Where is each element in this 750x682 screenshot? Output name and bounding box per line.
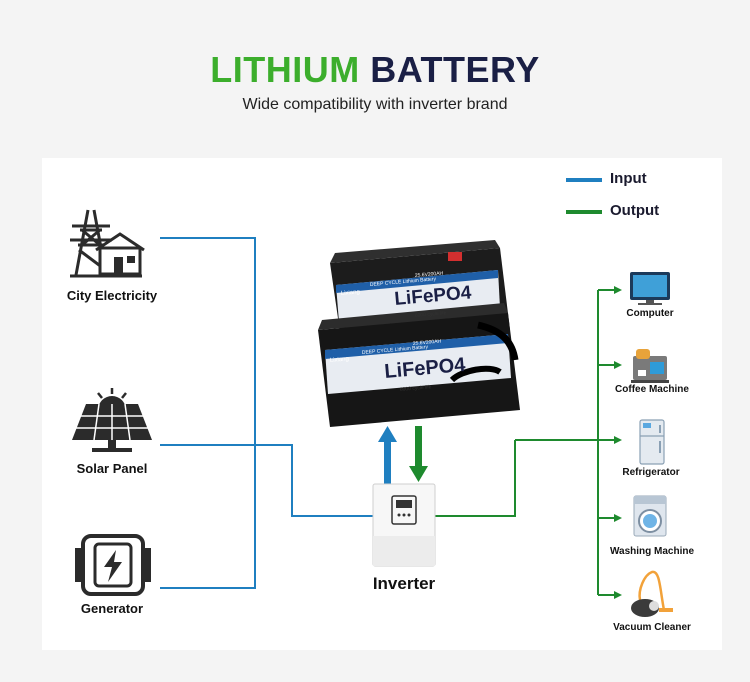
battery-front-brand: Lixiang [330,356,349,364]
output-wires [435,290,599,595]
battery-front [318,303,520,427]
computer-monitor-icon [630,272,670,305]
battery-front-cycle: 6000 cycle life [400,384,432,393]
battery-back-brand: Lixiang [341,289,360,297]
battery-front-tagline: DEEP CYCLE Lithium Battery [362,344,429,356]
device-label-vacuum-cleaner: Vacuum Cleaner [613,622,691,633]
device-label-coffee-machine: Coffee Machine [615,384,689,395]
output-arrows [598,286,622,599]
device-label-computer: Computer [626,308,674,319]
refrigerator-icon [639,419,665,465]
source-label-city-electricity: City Electricity [66,288,158,303]
legend-input-label: Input [610,170,647,187]
generator-icon [75,534,151,596]
device-label-washing-machine: Washing Machine [609,546,695,557]
title-part-lithium: LITHIUM [210,49,360,90]
title: LITHIUM BATTERY [0,50,750,90]
charge-arrow-up [378,426,397,484]
battery-front-spec: 25.6V200AH [413,339,442,347]
discharge-arrow-down [409,426,428,482]
source-label-generator: Generator [80,601,144,616]
power-tower-house-icon [70,209,145,278]
battery-back-spec: 25.6V200AH [415,271,444,279]
input-wires [160,237,373,589]
source-label-solar-panel: Solar Panel [76,461,148,476]
vacuum-cleaner-icon [631,570,673,617]
battery-back-tagline: DEEP CYCLE Lithium Battery [370,276,437,288]
device-label-refrigerator: Refrigerator [622,467,680,478]
battery-back-cycle: 6000 cycle life [415,310,447,319]
washing-machine-icon [633,495,667,537]
title-part-battery: BATTERY [370,49,540,90]
legend-output-label: Output [610,202,660,219]
subtitle: Wide compatibility with inverter brand [242,96,508,113]
solar-panel-icon [72,388,152,452]
inverter-unit [372,483,436,567]
inverter-label: Inverter [372,574,436,593]
coffee-machine-icon [631,349,669,383]
